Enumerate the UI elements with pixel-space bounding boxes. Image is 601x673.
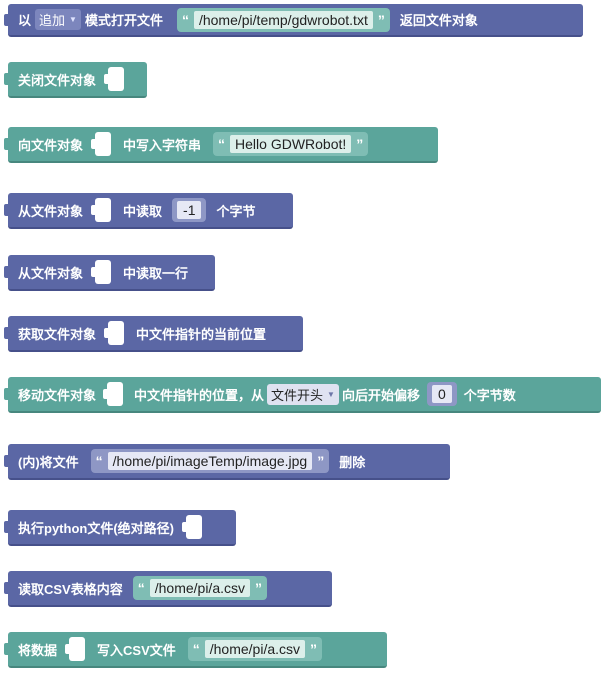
read-bytes-block[interactable]: 从文件对象 中读取 -1 个字节 bbox=[4, 193, 293, 229]
read-line-block[interactable]: 从文件对象 中读取一行 bbox=[4, 255, 215, 291]
read-line-prefix: 从文件对象 bbox=[18, 265, 84, 281]
read-csv-label: 读取CSV表格内容 bbox=[18, 581, 123, 597]
file-object-socket[interactable] bbox=[91, 198, 112, 222]
delete-file-block[interactable]: (内)将文件 “ /home/pi/imageTemp/image.jpg ” … bbox=[4, 444, 450, 480]
read-bytes-suffix: 个字节 bbox=[216, 203, 256, 219]
close-file-block[interactable]: 关闭文件对象 bbox=[4, 62, 147, 98]
write-string-text-block[interactable]: “ Hello GDWRobot! ” bbox=[213, 132, 369, 156]
quote-close-icon: ” bbox=[310, 641, 318, 657]
write-string-block[interactable]: 向文件对象 中写入字符串 “ Hello GDWRobot! ” bbox=[4, 127, 438, 163]
delete-file-suffix: 删除 bbox=[339, 454, 366, 470]
seek-suffix: 个字节数 bbox=[463, 387, 516, 403]
open-file-prefix: 以 bbox=[18, 13, 32, 28]
delete-file-prefix: (内)将文件 bbox=[18, 454, 79, 470]
quote-close-icon: ” bbox=[356, 136, 364, 152]
seek-middle: 中文件指针的位置，从 bbox=[134, 387, 265, 403]
read-bytes-prefix: 从文件对象 bbox=[18, 203, 84, 219]
file-mode-dropdown[interactable]: 追加 ▼ bbox=[35, 9, 81, 30]
read-bytes-middle: 中读取 bbox=[123, 203, 163, 219]
file-object-socket[interactable] bbox=[104, 321, 125, 345]
quote-open-icon: “ bbox=[137, 580, 145, 596]
file-path-socket[interactable] bbox=[181, 515, 202, 539]
quote-close-icon: ” bbox=[317, 453, 325, 469]
quote-open-icon: “ bbox=[95, 453, 103, 469]
open-file-path[interactable]: /home/pi/temp/gdwrobot.txt bbox=[193, 10, 373, 29]
read-line-middle: 中读取一行 bbox=[123, 265, 189, 281]
dropdown-arrow-icon: ▼ bbox=[69, 15, 77, 24]
open-file-path-block[interactable]: “ /home/pi/temp/gdwrobot.txt ” bbox=[176, 7, 390, 32]
seek-offset-value[interactable]: 0 bbox=[431, 385, 452, 403]
open-file-block[interactable]: 以 追加 ▼ 模式打开文件 “ /home/pi/temp/gdwrobot.t… bbox=[4, 4, 583, 37]
write-csv-path-block[interactable]: “ /home/pi/a.csv ” bbox=[187, 637, 323, 661]
delete-file-path[interactable]: /home/pi/imageTemp/image.jpg bbox=[107, 452, 313, 470]
open-file-middle: 模式打开文件 bbox=[84, 13, 163, 28]
run-python-block[interactable]: 执行python文件(绝对路径) bbox=[4, 510, 236, 546]
file-object-socket[interactable] bbox=[103, 382, 124, 406]
write-csv-path[interactable]: /home/pi/a.csv bbox=[204, 640, 306, 658]
close-file-label: 关闭文件对象 bbox=[18, 72, 97, 88]
write-csv-prefix: 将数据 bbox=[18, 642, 58, 658]
open-file-suffix: 返回文件对象 bbox=[399, 13, 478, 28]
quote-close-icon: ” bbox=[377, 11, 385, 28]
get-position-prefix: 获取文件对象 bbox=[18, 326, 97, 342]
seek-prefix: 移动文件对象 bbox=[18, 387, 97, 403]
file-mode-value: 追加 bbox=[39, 13, 66, 28]
byte-count-value[interactable]: -1 bbox=[177, 201, 202, 219]
seek-origin-value: 文件开头 bbox=[271, 387, 324, 403]
get-position-block[interactable]: 获取文件对象 中文件指针的当前位置 bbox=[4, 316, 303, 352]
seek-block[interactable]: 移动文件对象 中文件指针的位置，从 文件开头 ▼ 向后开始偏移 0 个字节数 bbox=[4, 377, 601, 413]
write-string-text[interactable]: Hello GDWRobot! bbox=[230, 135, 352, 153]
file-object-socket[interactable] bbox=[104, 67, 125, 91]
read-csv-path-block[interactable]: “ /home/pi/a.csv ” bbox=[132, 576, 267, 600]
quote-open-icon: “ bbox=[218, 136, 226, 152]
quote-open-icon: “ bbox=[192, 641, 200, 657]
seek-origin-dropdown[interactable]: 文件开头 ▼ bbox=[267, 383, 339, 405]
write-string-middle: 中写入字符串 bbox=[123, 137, 202, 153]
write-string-prefix: 向文件对象 bbox=[18, 137, 84, 153]
run-python-label: 执行python文件(绝对路径) bbox=[18, 520, 174, 536]
read-csv-path[interactable]: /home/pi/a.csv bbox=[149, 579, 250, 597]
write-csv-middle: 写入CSV文件 bbox=[97, 642, 176, 658]
seek-offset-block[interactable]: 0 bbox=[426, 382, 457, 406]
quote-open-icon: “ bbox=[181, 11, 189, 28]
get-position-middle: 中文件指针的当前位置 bbox=[136, 326, 267, 342]
data-socket[interactable] bbox=[65, 637, 86, 661]
file-object-socket[interactable] bbox=[91, 132, 112, 156]
seek-middle2: 向后开始偏移 bbox=[341, 387, 420, 403]
dropdown-arrow-icon: ▼ bbox=[327, 389, 335, 399]
write-csv-block[interactable]: 将数据 写入CSV文件 “ /home/pi/a.csv ” bbox=[4, 632, 387, 668]
quote-close-icon: ” bbox=[255, 580, 262, 596]
delete-file-path-block[interactable]: “ /home/pi/imageTemp/image.jpg ” bbox=[90, 449, 330, 473]
read-csv-block[interactable]: 读取CSV表格内容 “ /home/pi/a.csv ” bbox=[4, 571, 332, 607]
byte-count-block[interactable]: -1 bbox=[172, 198, 207, 222]
file-object-socket[interactable] bbox=[91, 260, 112, 284]
